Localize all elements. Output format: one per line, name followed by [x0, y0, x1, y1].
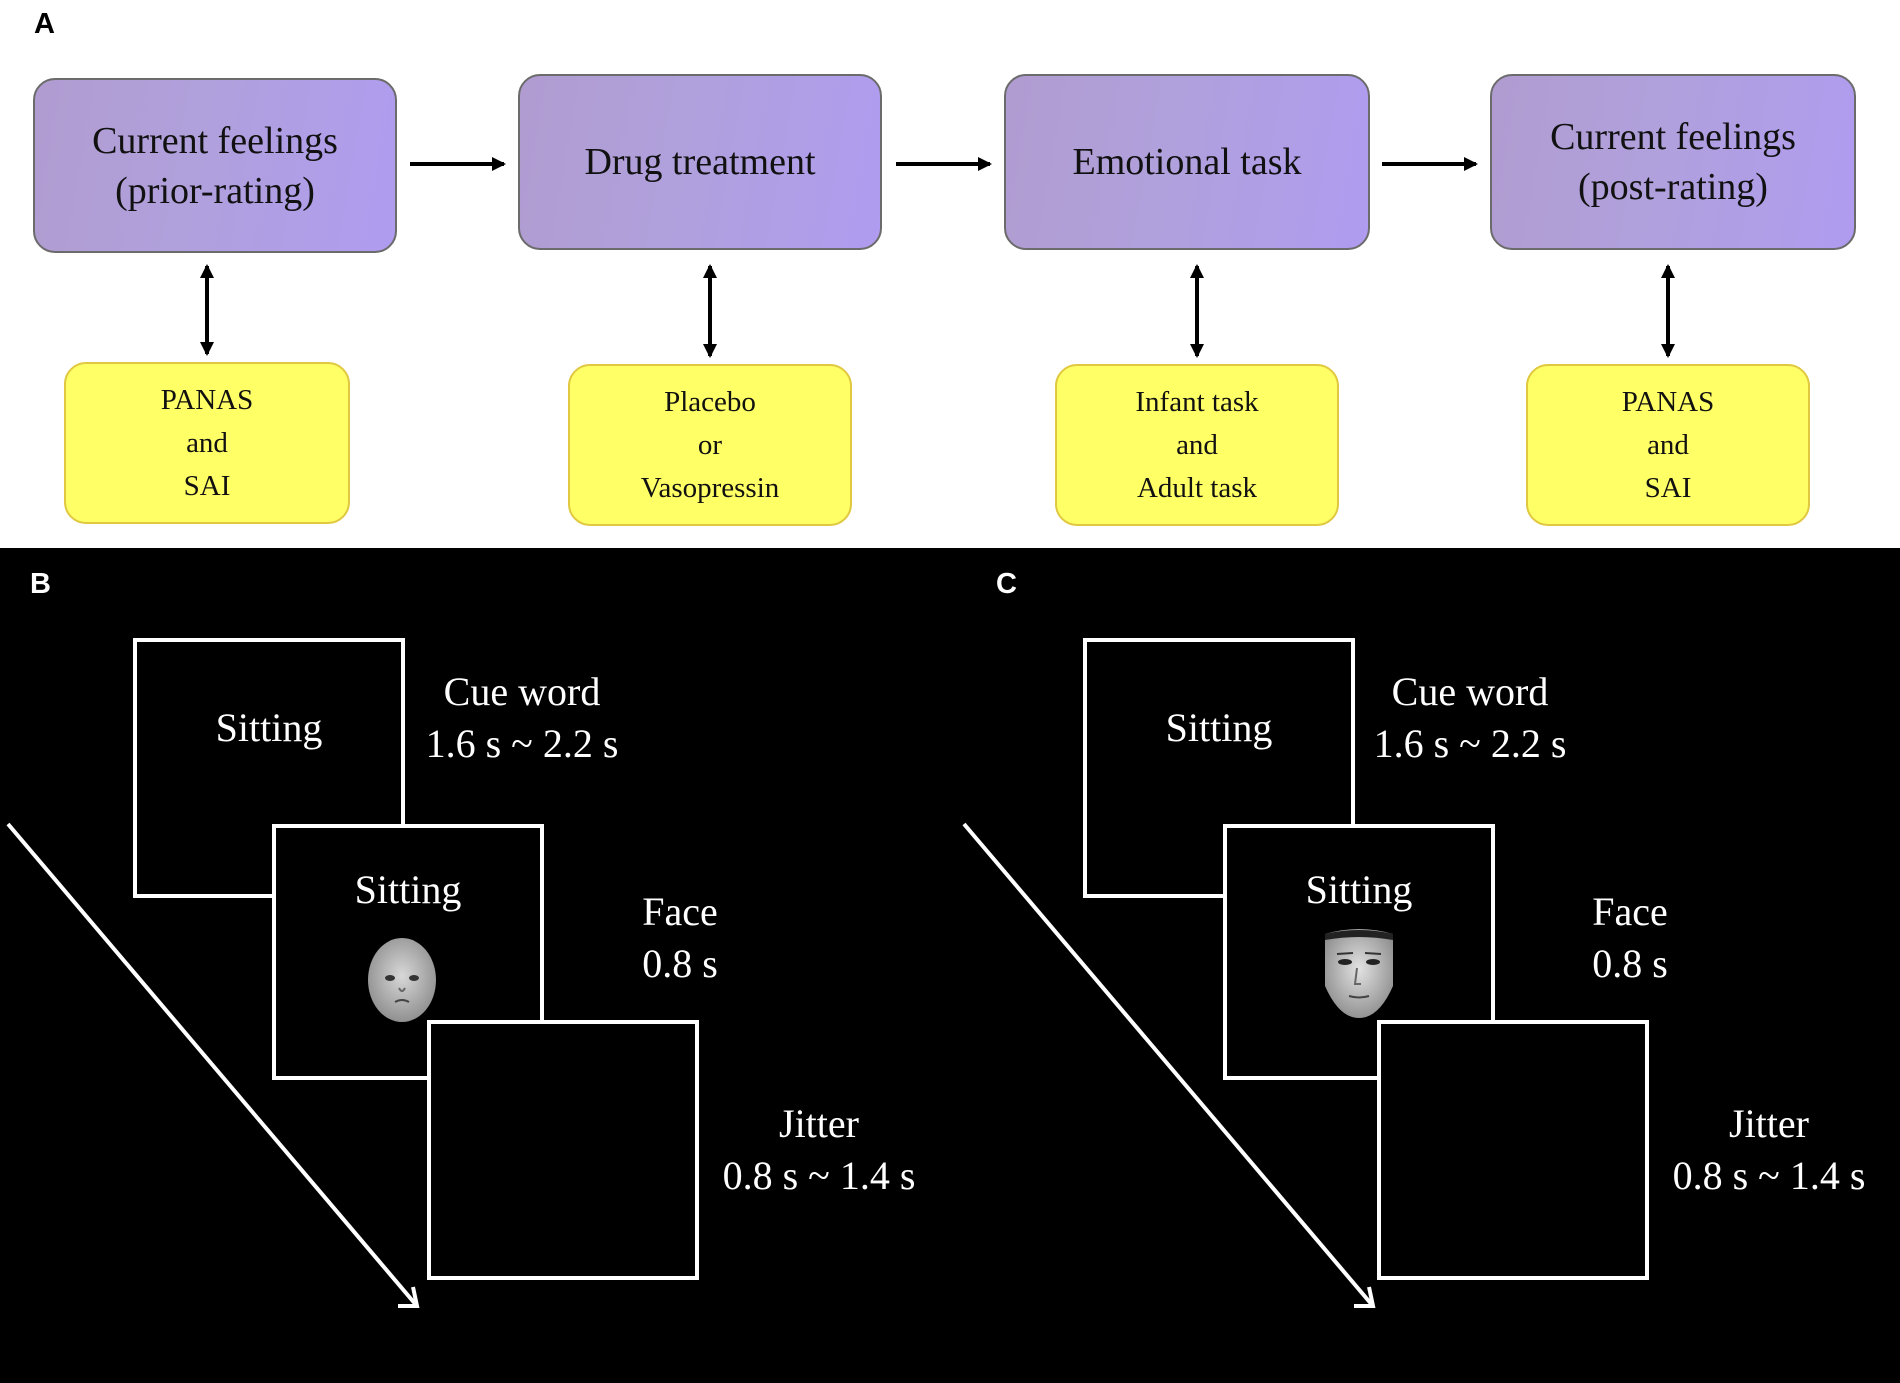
face-timing-c: Face 0.8 s	[1550, 886, 1710, 990]
measure-line: Placebo	[664, 385, 756, 418]
measure-line: and	[1176, 428, 1218, 461]
jitter-label: Jitter	[1729, 1101, 1809, 1146]
jitter-time: 0.8 s ~ 1.4 s	[1672, 1153, 1866, 1198]
cue-label: Cue word	[443, 669, 601, 714]
measure-line: SAI	[1644, 471, 1692, 504]
panel-c-letter: C	[996, 568, 1017, 600]
step-drug-treatment: Drug treatment	[518, 74, 882, 250]
measure-box-tasks: Infant task and Adult task	[1055, 364, 1339, 526]
face-label: Face	[642, 889, 718, 934]
measure-line: and	[1647, 428, 1689, 461]
face-time: 0.8 s	[642, 941, 718, 986]
measure-line: Adult task	[1136, 471, 1258, 504]
jitter-label: Jitter	[779, 1101, 859, 1146]
cue-label: Cue word	[1391, 669, 1549, 714]
jitter-screen-c	[1377, 1020, 1649, 1280]
measure-line: and	[186, 426, 228, 459]
measure-box-placebo-vasopressin: Placebo or Vasopressin	[568, 364, 852, 526]
face-screen-word: Sitting	[354, 867, 462, 912]
step-emotional-task: Emotional task	[1004, 74, 1370, 250]
jitter-timing-c: Jitter 0.8 s ~ 1.4 s	[1654, 1098, 1884, 1202]
step-current-feelings-prior: Current feelings (prior-rating)	[33, 78, 397, 253]
cue-word: Sitting	[1165, 705, 1273, 750]
cue-word-timing-b: Cue word 1.6 s ~ 2.2 s	[412, 666, 632, 770]
jitter-timing-b: Jitter 0.8 s ~ 1.4 s	[704, 1098, 934, 1202]
measure-box-panas-sai-prior: PANAS and SAI	[64, 362, 350, 524]
face-label: Face	[1592, 889, 1668, 934]
panel-b-letter: B	[30, 568, 51, 600]
measure-line: SAI	[183, 469, 231, 502]
measure-line: or	[697, 428, 723, 461]
cue-time: 1.6 s ~ 2.2 s	[425, 721, 619, 766]
measure-line: PANAS	[160, 383, 254, 416]
measure-line: PANAS	[1621, 385, 1715, 418]
measure-line: Infant task	[1135, 385, 1259, 418]
measure-line: Vasopressin	[640, 471, 780, 504]
face-screen-word: Sitting	[1305, 867, 1413, 912]
step-subtitle: (post-rating)	[1578, 166, 1768, 208]
face-timing-b: Face 0.8 s	[600, 886, 760, 990]
panel-a-letter: A	[34, 8, 55, 40]
step-title: Current feelings	[1550, 116, 1796, 158]
infant-face-icon	[368, 938, 436, 1022]
cue-time: 1.6 s ~ 2.2 s	[1373, 721, 1567, 766]
step-title: Emotional task	[1072, 141, 1302, 183]
cue-word: Sitting	[215, 705, 323, 750]
panel-a-arrows	[200, 157, 1675, 358]
face-time: 0.8 s	[1592, 941, 1668, 986]
step-current-feelings-post: Current feelings (post-rating)	[1490, 74, 1856, 250]
adult-face-icon	[1325, 929, 1393, 1018]
jitter-screen-b	[427, 1020, 699, 1280]
step-title: Drug treatment	[584, 141, 816, 183]
jitter-time: 0.8 s ~ 1.4 s	[722, 1153, 916, 1198]
step-subtitle: (prior-rating)	[115, 169, 315, 212]
step-title: Current feelings	[92, 119, 338, 162]
cue-word-timing-c: Cue word 1.6 s ~ 2.2 s	[1360, 666, 1580, 770]
measure-box-panas-sai-post: PANAS and SAI	[1526, 364, 1810, 526]
